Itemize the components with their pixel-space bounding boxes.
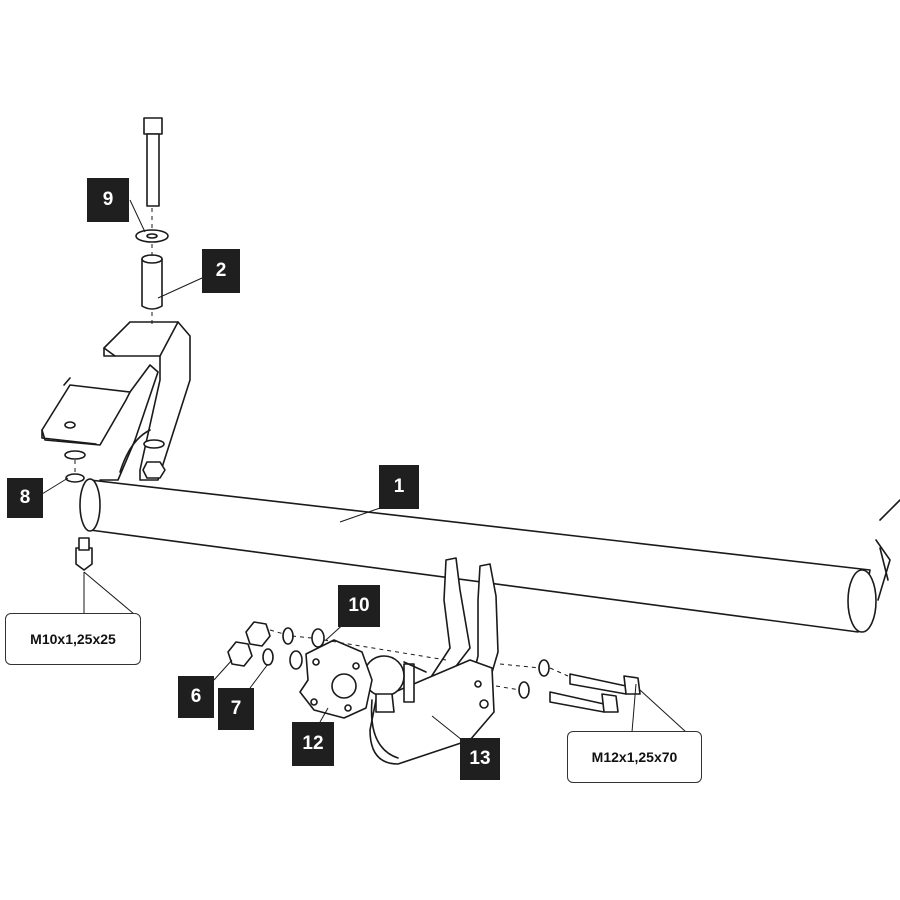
label-part-1: 1 <box>379 465 419 509</box>
nuts-6 <box>227 621 271 667</box>
left-bracket <box>41 321 191 481</box>
socket-plate <box>299 639 373 719</box>
washers-10 <box>289 628 325 670</box>
label-part-7: 7 <box>218 688 254 730</box>
label-part-2: 2 <box>202 249 240 293</box>
spacer-tube <box>141 254 163 310</box>
spec-m12-bolt: M12x1,25x70 <box>567 731 702 783</box>
washers-7 <box>262 627 294 666</box>
spec-m10-bolt: M10x1,25x25 <box>5 613 141 665</box>
label-part-9: 9 <box>87 178 129 222</box>
bracket-washer <box>143 439 165 449</box>
label-part-13: 13 <box>460 738 500 780</box>
washer-8 <box>64 450 86 483</box>
label-part-8: 8 <box>7 478 43 518</box>
label-part-6: 6 <box>178 676 214 718</box>
bracket-nut <box>142 461 166 479</box>
cross-tube <box>79 478 900 633</box>
m10-bolt <box>75 537 93 571</box>
label-part-12: 12 <box>292 722 334 766</box>
m12-bolts <box>549 673 641 713</box>
assembly-lines <box>74 208 569 691</box>
washer-9 <box>135 229 169 243</box>
label-part-10: 10 <box>338 585 380 627</box>
long-bolt <box>143 117 163 207</box>
m12-washers <box>518 659 550 699</box>
leader-lines <box>41 199 687 741</box>
